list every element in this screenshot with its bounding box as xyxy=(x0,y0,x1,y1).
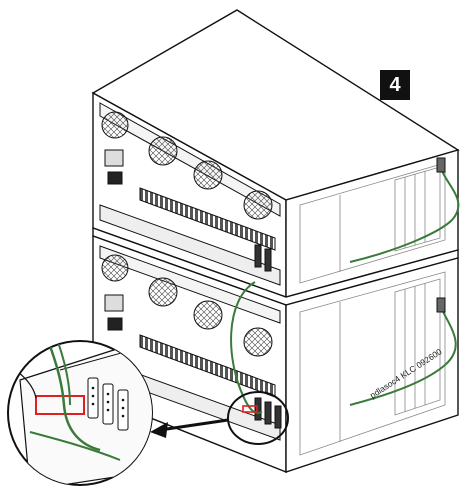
fan-icon xyxy=(243,190,273,220)
fan-icon xyxy=(101,111,129,139)
upper-side-panels xyxy=(299,162,446,284)
lower-side-panels xyxy=(299,271,446,456)
upper-front-details xyxy=(99,102,281,286)
step-number-badge: 4 xyxy=(380,70,410,100)
highlight-circle-small xyxy=(227,391,289,445)
fan-icon xyxy=(101,254,129,282)
cable-connector-lower xyxy=(436,297,446,313)
fan-icon xyxy=(243,327,273,357)
fan-icon xyxy=(148,136,178,166)
fan-icon xyxy=(148,277,178,307)
zoom-detail xyxy=(7,340,153,486)
fan-icon xyxy=(193,160,223,190)
zoom-arrow xyxy=(150,418,229,438)
cable-connector-upper xyxy=(436,157,446,173)
fan-icon xyxy=(193,300,223,330)
cable-upper xyxy=(349,164,460,263)
cable-lower-right xyxy=(349,304,457,406)
